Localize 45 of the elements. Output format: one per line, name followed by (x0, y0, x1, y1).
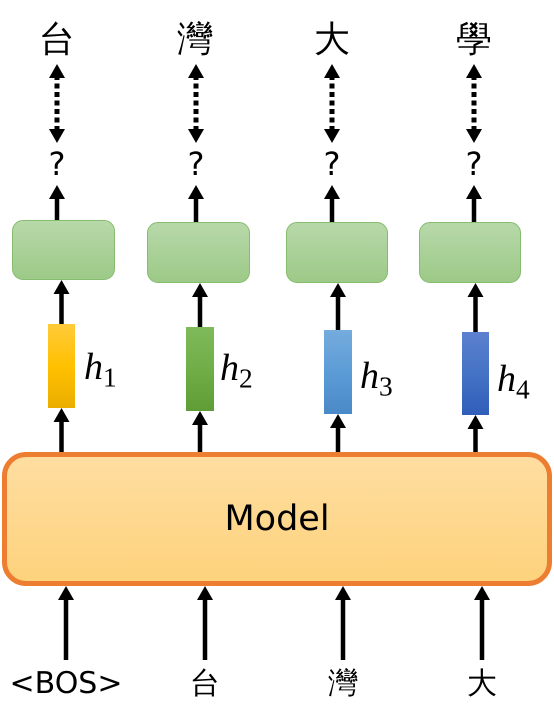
arrow (466, 185, 482, 222)
arrow (335, 586, 351, 660)
question-mark: ? (44, 143, 70, 185)
arrow (474, 586, 490, 660)
arrow (468, 283, 484, 332)
question-mark: ? (183, 143, 209, 185)
output-character: 大 (312, 16, 352, 64)
output-layer-box (419, 222, 521, 283)
arrow (330, 283, 346, 330)
arrow (197, 586, 213, 660)
input-token: 大 (462, 660, 502, 708)
dotted-double-arrow (324, 64, 340, 143)
model-box: Model (2, 452, 552, 586)
arrow (188, 185, 204, 222)
arrow (192, 411, 208, 452)
input-token: 台 (185, 660, 225, 708)
arrow (192, 283, 208, 327)
input-token: 灣 (323, 660, 363, 708)
arrow (54, 408, 70, 452)
arrow (468, 415, 484, 452)
output-layer-box (12, 220, 115, 280)
arrow (324, 185, 340, 222)
dotted-double-arrow (188, 64, 204, 143)
input-token: <BOS> (8, 660, 124, 708)
hidden-vector-bar (48, 324, 75, 408)
arrow (54, 280, 70, 324)
arrow (330, 414, 346, 452)
output-layer-box (286, 222, 388, 283)
vector-label: h$_{4}$ (497, 357, 530, 401)
dotted-double-arrow (466, 64, 482, 143)
arrow (49, 185, 65, 220)
output-character: 台 (37, 16, 77, 64)
hidden-vector-bar (324, 330, 352, 414)
hidden-vector-bar (186, 327, 214, 411)
output-character: 灣 (175, 16, 215, 64)
output-character: 學 (454, 16, 494, 64)
question-mark: ? (319, 143, 345, 185)
arrow (58, 586, 74, 660)
vector-label: h$_{3}$ (360, 354, 393, 398)
dotted-double-arrow (49, 64, 65, 143)
question-mark: ? (461, 143, 487, 185)
hidden-vector-bar (462, 332, 489, 415)
output-layer-box (147, 222, 250, 283)
vector-label: h$_{2}$ (220, 346, 253, 390)
vector-label: h$_{1}$ (84, 345, 117, 389)
